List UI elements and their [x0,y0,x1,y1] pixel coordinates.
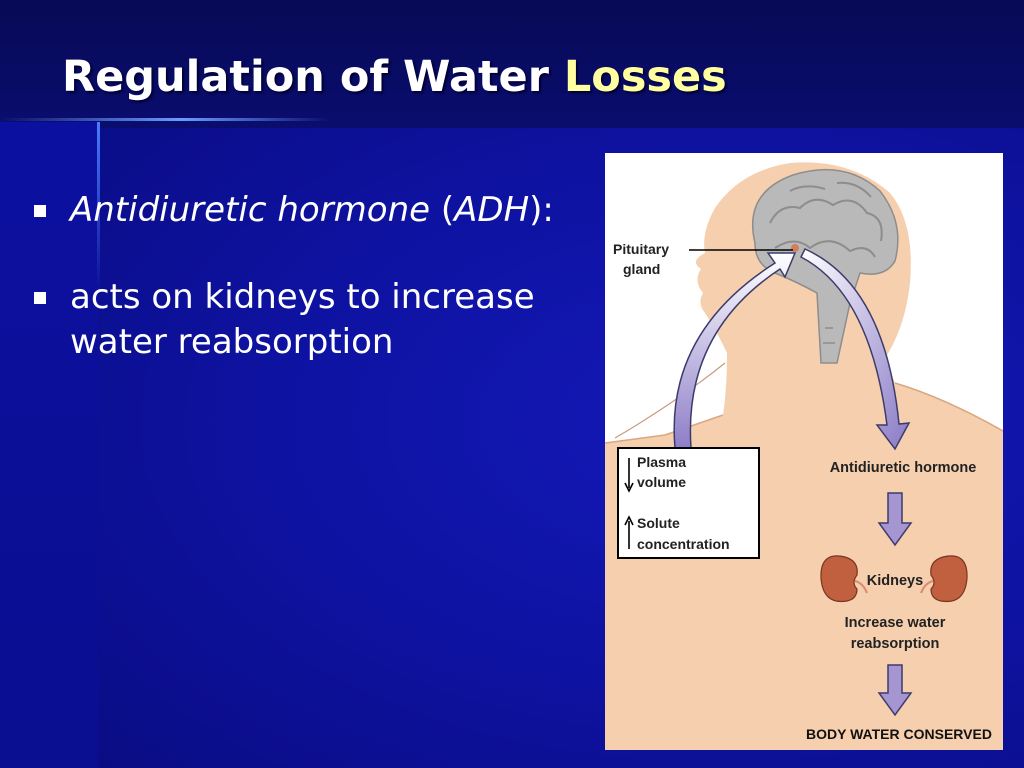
header-band [0,0,1024,128]
head-silhouette [605,162,1003,750]
figure-svg: Pituitary gland Plasma volume Solute con… [605,162,1003,750]
paren-open: ( [430,190,455,230]
bullet-text: acts on kidneys to increase water reabso… [70,277,535,362]
bullet-text: Antidiuretic hormone (ADH): [70,188,554,233]
title-main: Regulation of Water [62,52,549,102]
adh-regulation-figure: Pituitary gland Plasma volume Solute con… [605,153,1003,750]
reabsorption-label: reabsorption [851,636,940,652]
slide-title: Regulation of Water Losses [62,52,727,102]
plasma-label: Plasma [637,454,686,470]
paren-close: ): [529,190,554,230]
flow-arrow-2 [877,664,913,717]
release-arrow-down [799,248,911,451]
left-accent-strip [0,122,98,768]
concentration-label: concentration [637,536,730,552]
gland-label: gland [623,261,660,277]
adh-abbr: ADH [454,190,530,230]
result-label: BODY WATER CONSERVED [806,726,992,742]
bullet-item: Antidiuretic hormone (ADH): [30,188,590,233]
stimulus-box [617,447,760,559]
adh-term: Antidiuretic hormone [70,190,431,230]
bullet-list: Antidiuretic hormone (ADH): acts on kidn… [30,188,590,365]
up-arrow-icon [624,515,634,526]
solute-label: Solute [637,515,680,531]
adh-label: Antidiuretic hormone [830,460,977,476]
header-accent-line [0,118,330,121]
kidney-left-icon [820,555,868,603]
increase-water-label: Increase water [845,615,946,631]
feedback-arrow-up [673,252,797,449]
bullet-square-icon [34,205,46,217]
vertical-accent-line [97,122,100,292]
bullet-item: acts on kidneys to increase water reabso… [30,275,590,365]
down-arrow-icon [624,482,634,493]
kidneys-label: Kidneys [867,573,923,589]
kidney-right-icon [920,555,968,603]
flow-arrow-1 [877,492,913,547]
bullet-square-icon [34,292,46,304]
title-highlight: Losses [563,52,727,102]
pituitary-label: Pituitary [613,241,669,257]
volume-label: volume [637,474,686,490]
